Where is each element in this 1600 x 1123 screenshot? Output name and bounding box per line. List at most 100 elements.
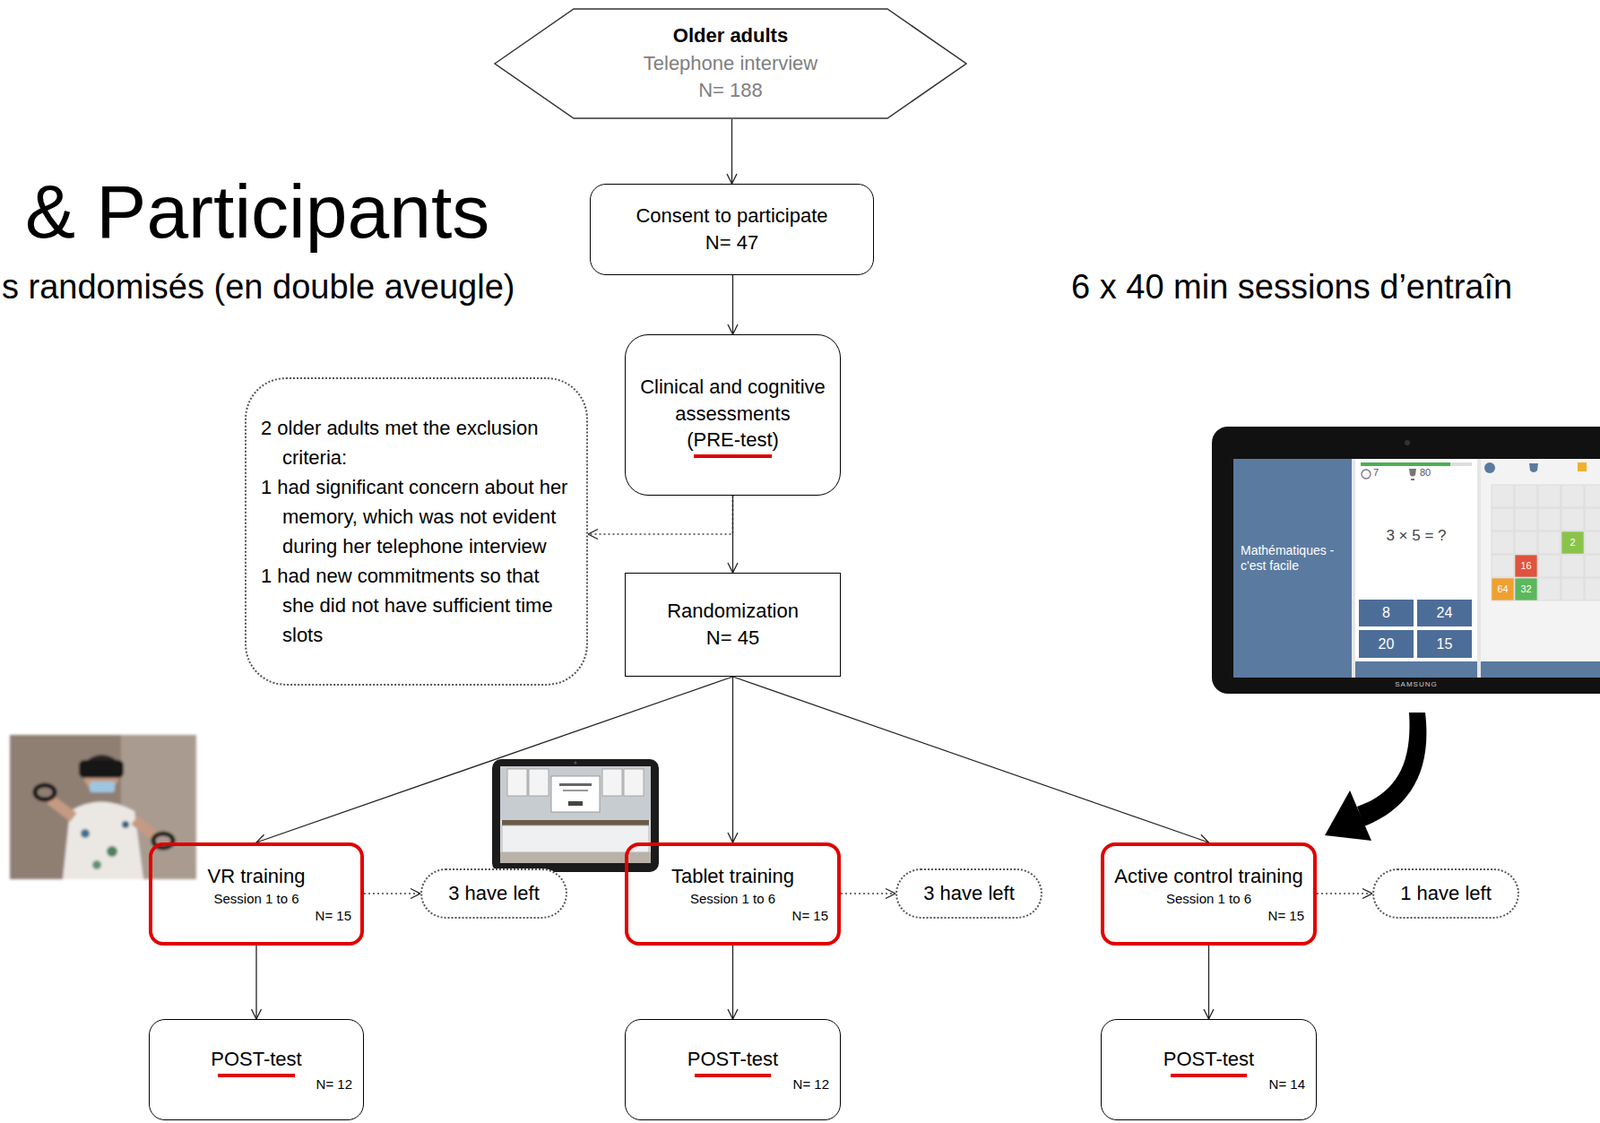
- answer-button: 20: [1358, 630, 1414, 658]
- connector-line: [588, 495, 734, 535]
- node-content: Consent to participateN= 47: [601, 202, 863, 256]
- node-content: Clinical and cognitive assessments(PRE-t…: [636, 373, 830, 457]
- node-text: N= 14: [1112, 1075, 1306, 1094]
- vr-photo: [9, 735, 197, 880]
- arrow-head: [727, 324, 738, 335]
- kitchen-tablet-image-part: [623, 769, 644, 796]
- connector-arrow: [727, 275, 738, 335]
- node-text: 1 had significant concern about her memo…: [260, 472, 571, 562]
- math-app-tablet-part: [1358, 599, 1414, 627]
- node-text: POST-test: [687, 1046, 779, 1076]
- node-text: N= 12: [160, 1075, 353, 1094]
- node-text: Active control training: [1114, 863, 1303, 891]
- vr-photo-part: [121, 821, 130, 829]
- vr-photo-part: [78, 760, 124, 779]
- arrow-head: [410, 889, 421, 900]
- kitchen-tablet-image-part: [528, 769, 549, 796]
- grid-cell: [1491, 578, 1514, 601]
- node-text: N= 15: [1113, 907, 1305, 926]
- connector-line: [363, 892, 421, 895]
- tile-number: 2: [1561, 531, 1584, 554]
- node-content: 3 have left: [908, 880, 1030, 908]
- training-box: VR trainingSession 1 to 6N= 15: [148, 842, 364, 946]
- node-text: N= 12: [636, 1075, 830, 1094]
- grid-cell: [1561, 508, 1584, 531]
- node-content: Tablet trainingSession 1 to 6N= 15: [637, 863, 829, 926]
- arrow-head: [251, 1009, 262, 1020]
- node-content: VR trainingSession 1 to 6N= 15: [161, 863, 352, 926]
- timer-value: 7: [1373, 467, 1379, 479]
- kitchen-tablet-image-part: [559, 783, 592, 787]
- math-app-tablet-part: [1480, 458, 1600, 678]
- node-text: (PRE-test): [686, 426, 779, 457]
- node-content: POST-testN= 12: [636, 1046, 830, 1093]
- node-text: 1 had new commitments so that she did no…: [260, 561, 571, 650]
- connector-arrow: [1203, 945, 1214, 1020]
- pointer-arrow-part: [1357, 712, 1427, 827]
- math-app-tablet-part: [1233, 458, 1352, 678]
- grid-cell: [1584, 578, 1600, 601]
- pointer-arrow: [1324, 712, 1427, 841]
- connector-line: [255, 945, 257, 1020]
- node-text: Randomization: [666, 597, 799, 625]
- math-app-tablet-part: [1233, 458, 1600, 678]
- math-app-tablet-part: [1484, 462, 1496, 474]
- node-text: N= 47: [705, 229, 759, 257]
- vr-photo-part: [80, 829, 90, 839]
- start-hexagon: Older adultsTelephone interviewN= 188: [493, 8, 968, 120]
- node-content: POST-testN= 14: [1112, 1046, 1306, 1093]
- process-box: RandomizationN= 45: [624, 572, 841, 677]
- math-app-tablet-part: [1417, 630, 1472, 658]
- tile-number: 32: [1514, 578, 1538, 601]
- connector-line: [1208, 945, 1210, 1020]
- kitchen-tablet-image-part: [568, 801, 583, 806]
- grid-cell: [1491, 554, 1514, 578]
- slide-subtitle: s randomisés (en double aveugle): [1, 267, 515, 309]
- math-app-tablet-part: [1358, 630, 1414, 658]
- answer-button: 15: [1417, 630, 1472, 658]
- vr-photo-part: [106, 846, 118, 857]
- connector-arrow: [588, 495, 734, 540]
- grid-cell: [1514, 484, 1538, 508]
- posttest-box: POST-testN= 12: [148, 1019, 364, 1121]
- node-text: POST-test: [210, 1046, 302, 1076]
- grid-cell: [1538, 578, 1561, 601]
- grid-cell: [1538, 554, 1561, 578]
- connector-line: [732, 275, 734, 335]
- node-text: 3 have left: [448, 880, 540, 908]
- node-text: Session 1 to 6: [213, 890, 299, 909]
- tile-number: 16: [1514, 554, 1538, 578]
- grid-cell: [1514, 578, 1538, 601]
- arrow-head: [727, 562, 738, 573]
- brand-mark: SAMSUNG: [1380, 680, 1453, 690]
- vr-photo-part: [34, 785, 55, 800]
- arrow-head: [1203, 1009, 1214, 1020]
- vr-photo-part: [9, 735, 197, 880]
- hexagon-shape: [494, 8, 967, 119]
- tile-number: 64: [1491, 578, 1514, 601]
- kitchen-tablet-image-part: [507, 769, 528, 796]
- grid-cell: [1514, 554, 1538, 578]
- node-text: N= 188: [698, 77, 763, 105]
- grid-cell: [1514, 508, 1538, 531]
- math-app-tablet: [1211, 426, 1600, 694]
- score-value: 80: [1419, 467, 1431, 479]
- vr-photo-part: [89, 781, 115, 793]
- kitchen-tablet-image: [492, 759, 659, 873]
- connector-line: [256, 676, 734, 843]
- dropout-ellipse: 1 have left: [1372, 868, 1520, 919]
- node-text: N= 45: [706, 624, 760, 652]
- kitchen-tablet-image-part: [500, 766, 651, 821]
- answer-button: 8: [1358, 599, 1414, 627]
- connector-arrow: [733, 676, 1210, 845]
- math-app-tablet-part: [1529, 463, 1539, 473]
- math-app-tablet-part: [1417, 599, 1472, 627]
- app-title: Mathématiques - c'est facile: [1240, 543, 1347, 574]
- game-grid: [1491, 484, 1600, 601]
- grid-cell: [1491, 484, 1514, 508]
- arrow-head: [885, 889, 896, 900]
- kitchen-tablet-image-part: [492, 759, 659, 873]
